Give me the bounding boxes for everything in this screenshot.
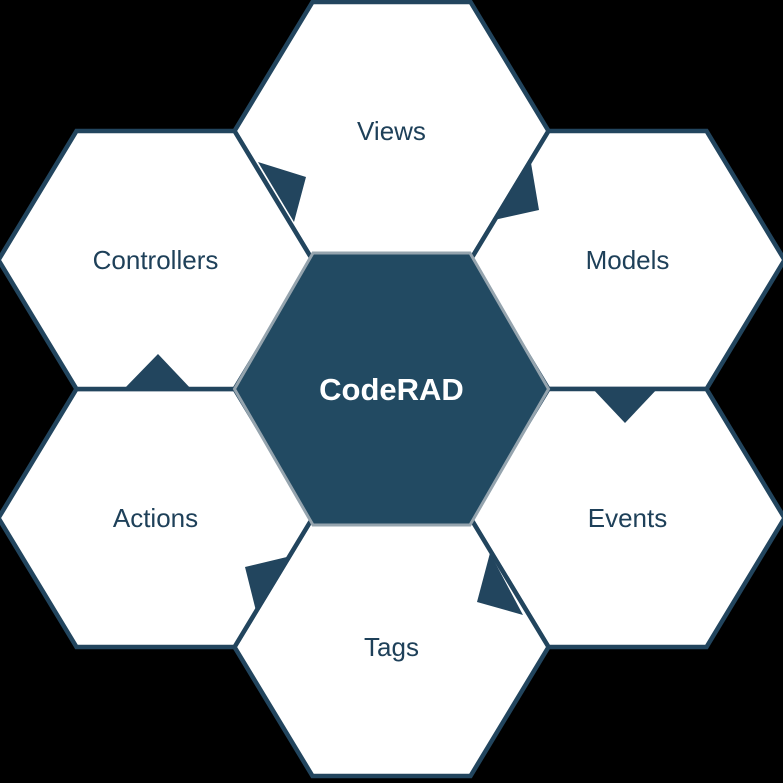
arrow-models-to-events	[591, 387, 659, 423]
hexagon-label-views: Views	[357, 116, 426, 146]
arrow-controllers-to-views	[258, 162, 306, 222]
hexagon-label-tags: Tags	[364, 632, 419, 662]
arrow-views-to-models	[494, 163, 539, 220]
hexagon-label-models: Models	[586, 245, 670, 275]
arrow-actions-to-controllers	[122, 354, 193, 391]
hexagon-label-controllers: Controllers	[93, 245, 219, 275]
hexagon-label-actions: Actions	[113, 503, 198, 533]
hexagon-label-coderad: CodeRAD	[319, 372, 464, 407]
hexagon-coderad	[232, 251, 551, 527]
hexagon-label-events: Events	[588, 503, 668, 533]
arrow-events-to-tags	[477, 553, 523, 615]
arrow-tags-to-actions	[245, 556, 291, 611]
